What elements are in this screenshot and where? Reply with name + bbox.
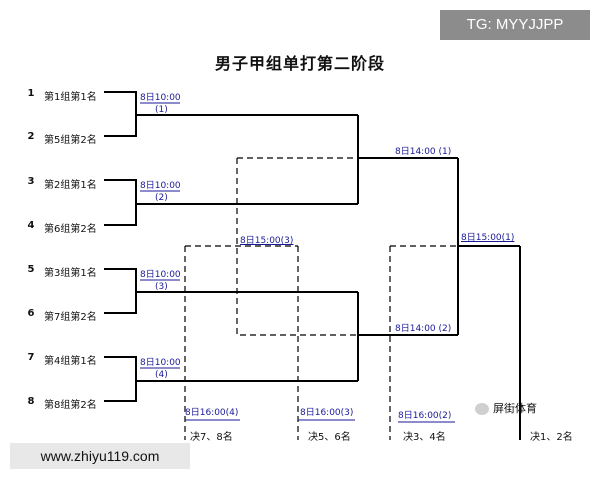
placement-label: 决3、4名 [403,432,446,443]
logo-icon [475,403,489,415]
player-name: 第1组第1名 [44,92,97,103]
watermark-bottom: www.zhiyu119.com [10,443,190,469]
seed-number: 7 [27,352,35,363]
seed-number: 6 [27,308,35,319]
placement-time: 8日16:00(4) [185,408,239,418]
match-number: (4) [155,370,168,380]
seed-number: 3 [27,176,35,187]
watermark-top: TG: MYYJJPP [440,10,590,40]
placement-label: 决7、8名 [190,432,233,443]
logo-text: 屏街体育 [493,402,537,415]
champion-label: 决1、2名 [530,432,573,443]
seed-number: 1 [27,88,35,99]
player-name: 第8组第2名 [44,400,97,411]
seed-number: 2 [27,131,35,142]
placement-time: 8日16:00(2) [398,411,452,421]
placement-time: 8日16:00(3) [300,408,354,418]
match-time: 8日10:00 [140,358,181,368]
page-title: 男子甲组单打第二阶段 [214,54,385,73]
placement-label: 决5、6名 [308,432,351,443]
match-number: (2) [155,193,168,203]
player-name: 第2组第1名 [44,180,97,191]
match-time: 8日10:00 [140,270,181,280]
match-number: (1) [155,105,168,115]
match-time: 8日10:00 [140,93,181,103]
final-label: 8日15:00(1) [461,233,515,243]
player-name: 第6组第2名 [44,224,97,235]
semifinal-1-label: 8日14:00 (1) [395,147,452,157]
player-name: 第3组第1名 [44,268,97,279]
seed-number: 8 [27,396,35,407]
semifinal-2-label: 8日14:00 (2) [395,324,452,334]
seed-number: 4 [27,220,35,231]
playoff-5-8-label: 8日15:00(3) [240,236,294,246]
match-number: (3) [155,282,168,292]
seed-number: 5 [27,264,35,275]
match-time: 8日10:00 [140,181,181,191]
player-name: 第7组第2名 [44,312,97,323]
player-name: 第5组第2名 [44,135,97,146]
player-name: 第4组第1名 [44,356,97,367]
logo: 屏街体育 [475,400,537,416]
